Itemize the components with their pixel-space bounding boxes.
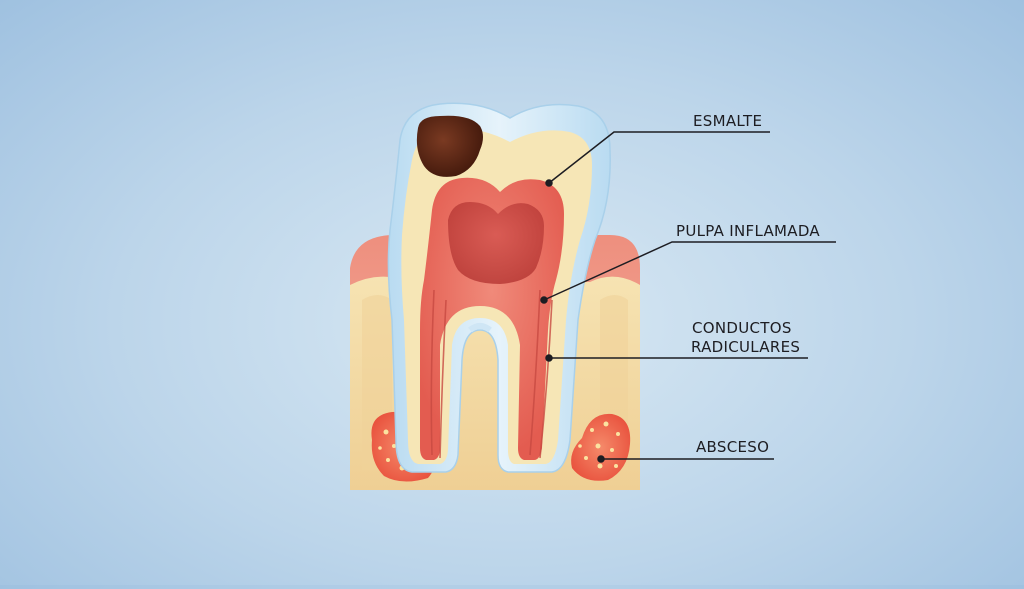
enamel-leader <box>548 131 770 184</box>
label-canals-line2: RADICULARES <box>691 338 801 356</box>
label-canals-line1: CONDUCTOS <box>692 319 792 337</box>
pulp-chamber <box>448 202 544 284</box>
leader-lines <box>540 131 836 463</box>
label-enamel: ESMALTE <box>693 112 763 130</box>
cavity <box>416 115 483 177</box>
label-pulp: PULPA INFLAMADA <box>676 222 820 240</box>
label-abscess: ABSCESO <box>696 438 770 456</box>
tooth <box>387 102 611 473</box>
abscess-right <box>571 413 631 481</box>
pulp-leader <box>543 241 836 301</box>
